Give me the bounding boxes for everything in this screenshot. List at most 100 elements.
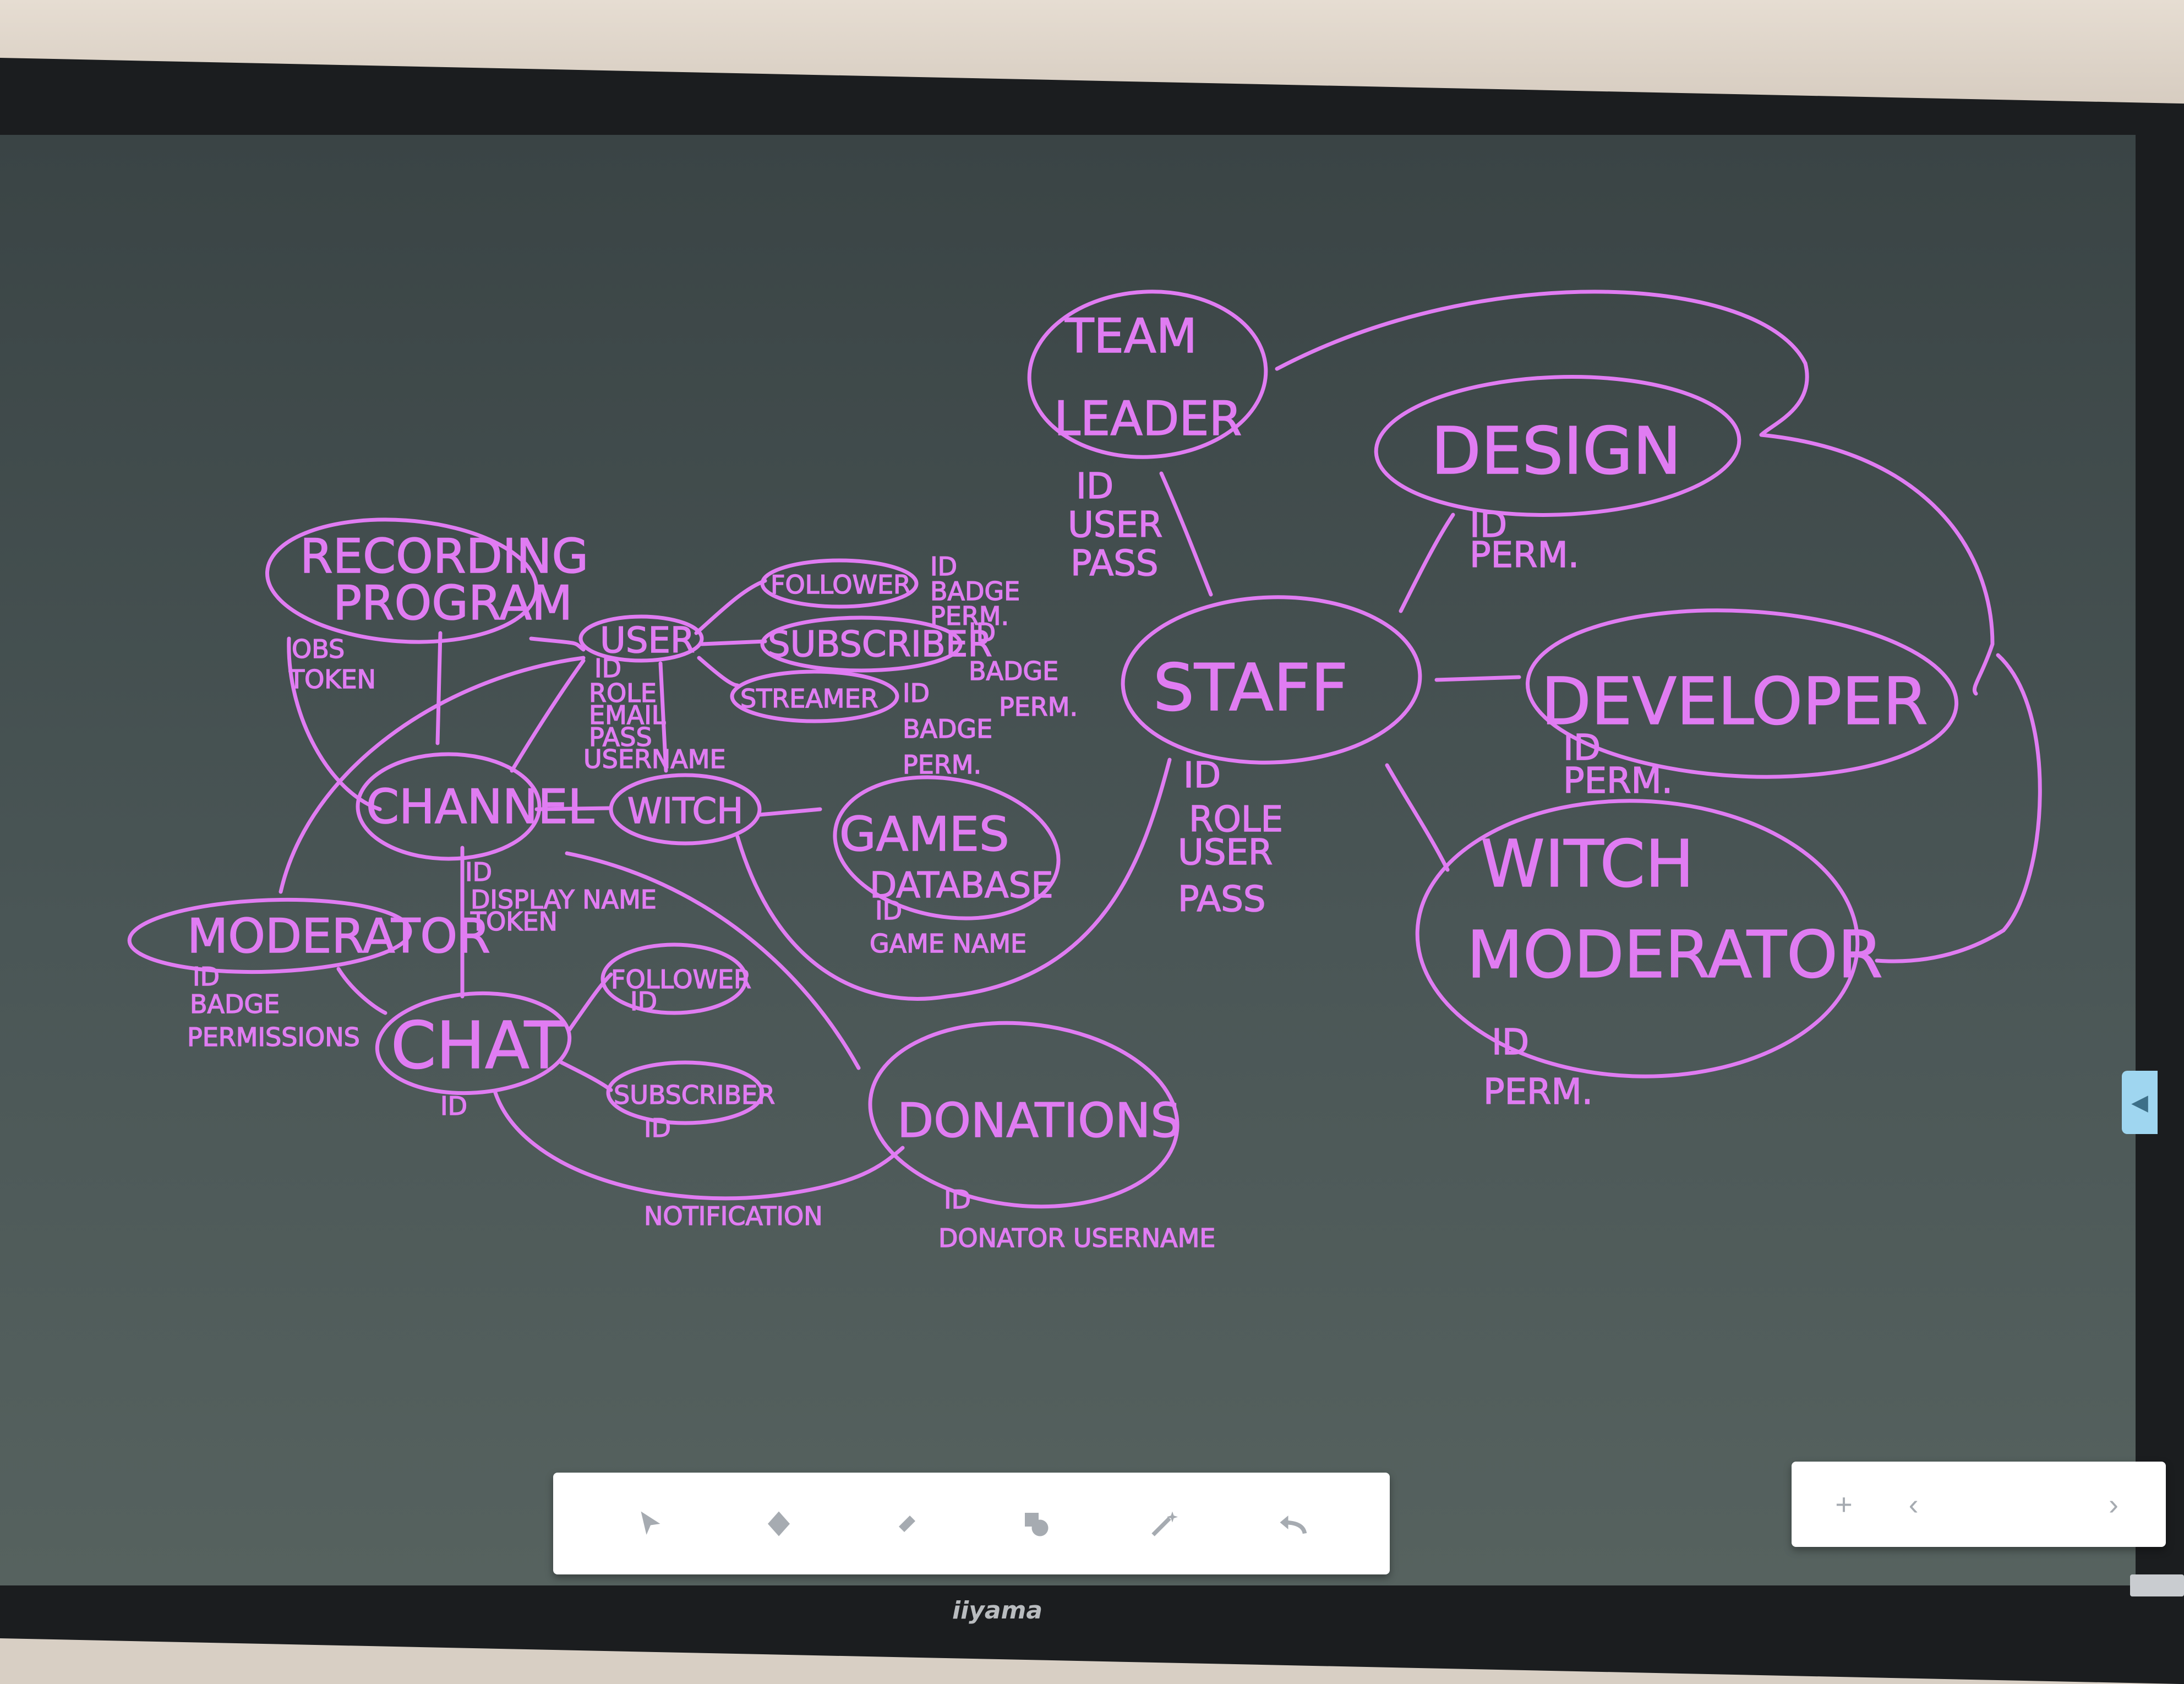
attributes-user: ID ROLE EMAIL PASS USERNAME (583, 653, 726, 775)
entity-follower-bottom[interactable]: FOLLOWER (600, 942, 752, 1015)
entity-chat[interactable]: CHAT (374, 987, 573, 1099)
svg-text:ID: ID (1183, 755, 1221, 796)
entity-design[interactable]: DESIGN (1374, 371, 1741, 521)
entity-developer[interactable]: DEVELOPER (1524, 600, 1961, 787)
next-page-button[interactable]: › (2108, 1487, 2119, 1521)
attributes-donations: ID DONATOR USERNAME (938, 1184, 1216, 1254)
svg-text:RECORDING: RECORDING (300, 529, 588, 584)
svg-text:ID: ID (644, 1113, 671, 1143)
page-indicator (1958, 1480, 2068, 1529)
svg-text:DATABASE: DATABASE (870, 865, 1053, 906)
whiteboard-toolbar (553, 1473, 1390, 1574)
svg-text:DEVELOPER: DEVELOPER (1541, 663, 1928, 739)
entity-user[interactable]: USER (578, 614, 704, 663)
monitor-brand-logo: iiyama (952, 1596, 1043, 1625)
add-page-button[interactable]: + (1835, 1487, 1853, 1521)
svg-text:ID: ID (193, 962, 220, 991)
svg-text:PERM.: PERM. (1483, 1072, 1593, 1113)
cursor-icon[interactable] (626, 1499, 675, 1549)
entity-streamer[interactable]: STREAMER (730, 669, 899, 723)
attributes-team-leader: ID USER PASS (1067, 466, 1163, 585)
svg-text:CHAT: CHAT (391, 1007, 565, 1083)
chevron-left-icon: ◀ (2131, 1090, 2148, 1115)
svg-text:STREAMER: STREAMER (740, 684, 878, 713)
entity-subscriber-top[interactable]: SUBSCRIBER (760, 615, 992, 673)
pen-icon[interactable] (754, 1499, 804, 1549)
svg-text:ID: ID (875, 896, 902, 925)
svg-text:NOTIFICATION: NOTIFICATION (644, 1201, 823, 1231)
svg-text:FOLLOWER: FOLLOWER (771, 570, 911, 600)
svg-text:PROGRAM: PROGRAM (333, 576, 572, 631)
svg-text:ID: ID (969, 618, 996, 647)
svg-text:ID: ID (1470, 505, 1507, 546)
entity-donations[interactable]: DONATIONS (861, 1009, 1186, 1222)
entity-moderator[interactable]: MODERATOR (127, 895, 491, 977)
entity-team-leader[interactable]: TEAM LEADER (1025, 286, 1270, 463)
svg-text:BADGE: BADGE (903, 714, 992, 744)
shapes-icon[interactable] (1011, 1499, 1061, 1549)
svg-text:USER: USER (600, 620, 695, 661)
attributes-witch-moderator: ID PERM. (1483, 1022, 1593, 1113)
svg-text:WITCH: WITCH (627, 791, 743, 832)
svg-text:DONATIONS: DONATIONS (897, 1093, 1181, 1148)
svg-text:PERM.: PERM. (1563, 761, 1673, 802)
entity-subscriber-bottom[interactable]: SUBSCRIBER (606, 1060, 776, 1125)
attributes-channel: ID DISPLAY NAME TOKEN (465, 857, 657, 937)
svg-text:SUBSCRIBER: SUBSCRIBER (768, 624, 992, 665)
svg-text:BADGE: BADGE (969, 656, 1058, 686)
entity-witch-moderator[interactable]: WITCH MODERATOR (1413, 793, 1883, 1084)
svg-text:ID: ID (630, 987, 657, 1016)
undo-icon[interactable] (1268, 1499, 1317, 1549)
svg-text:STAFF: STAFF (1153, 650, 1348, 726)
entity-recording-program[interactable]: RECORDING PROGRAM (263, 511, 589, 651)
attributes-moderator: ID BADGE PERMISSIONS (187, 961, 360, 1053)
entity-games-database[interactable]: GAMES DATABASE (823, 760, 1069, 935)
svg-text:ID: ID (465, 857, 492, 887)
attributes-staff: ID ROLE USER PASS (1177, 755, 1283, 920)
svg-text:ROLE: ROLE (589, 678, 657, 708)
magic-wand-icon[interactable] (1139, 1499, 1189, 1549)
svg-text:ROLE: ROLE (1189, 799, 1283, 840)
svg-text:MODERATOR: MODERATOR (1467, 917, 1883, 993)
svg-text:PASS: PASS (1071, 543, 1159, 584)
svg-text:ID: ID (1076, 466, 1113, 507)
svg-text:EMAIL: EMAIL (589, 700, 666, 730)
prev-page-button[interactable]: ‹ (1908, 1487, 1919, 1521)
svg-text:DESIGN: DESIGN (1431, 413, 1681, 489)
svg-text:TOKEN: TOKEN (470, 907, 558, 936)
entity-follower-top[interactable]: FOLLOWER (760, 558, 919, 609)
entity-witch[interactable]: WITCH (609, 773, 762, 846)
svg-text:TEAM: TEAM (1064, 309, 1197, 364)
page-nav-toolbar: + ‹ › (1792, 1462, 2166, 1547)
attributes-follower-top: ID BADGE PERM. (930, 551, 1020, 631)
attributes-recording-program: OBS TOKEN (288, 634, 376, 695)
whiteboard-canvas[interactable]: TEAM LEADER ID USER PASS DESIGN ID PERM.… (0, 135, 2136, 1585)
svg-text:ID: ID (1563, 728, 1601, 769)
svg-text:PERM.: PERM. (903, 750, 981, 780)
attributes-streamer: ID BADGE PERM. (902, 678, 993, 780)
svg-text:FOLLOWER: FOLLOWER (611, 964, 751, 994)
svg-text:OBS: OBS (292, 634, 345, 664)
svg-text:PERM.: PERM. (999, 692, 1078, 722)
svg-text:PASS: PASS (1178, 879, 1266, 920)
svg-text:ID: ID (903, 678, 930, 708)
svg-text:ID: ID (944, 1185, 971, 1214)
attributes-chat: ID (440, 1091, 468, 1121)
svg-text:PERM.: PERM. (930, 601, 1009, 631)
eraser-icon[interactable] (882, 1499, 932, 1549)
whiteboard-screen[interactable]: TEAM LEADER ID USER PASS DESIGN ID PERM.… (0, 135, 2136, 1585)
svg-text:ID: ID (440, 1091, 467, 1121)
svg-text:ID: ID (1492, 1022, 1529, 1063)
svg-text:USERNAME: USERNAME (583, 744, 726, 774)
svg-text:ID: ID (930, 552, 957, 581)
svg-text:MODERATOR: MODERATOR (187, 909, 490, 964)
entity-staff[interactable]: STAFF (1120, 592, 1423, 768)
monitor-stand (2130, 1574, 2184, 1596)
svg-text:BADGE: BADGE (930, 576, 1020, 606)
svg-text:USER: USER (1178, 832, 1273, 873)
attributes-subscriber-top: ID BADGE PERM. (968, 617, 1078, 722)
attributes-follower-bottom: ID (630, 986, 658, 1017)
side-panel-tab[interactable]: ◀ (2122, 1071, 2158, 1134)
svg-text:GAME NAME: GAME NAME (870, 929, 1027, 958)
entity-channel[interactable]: CHANNEL (356, 752, 594, 861)
